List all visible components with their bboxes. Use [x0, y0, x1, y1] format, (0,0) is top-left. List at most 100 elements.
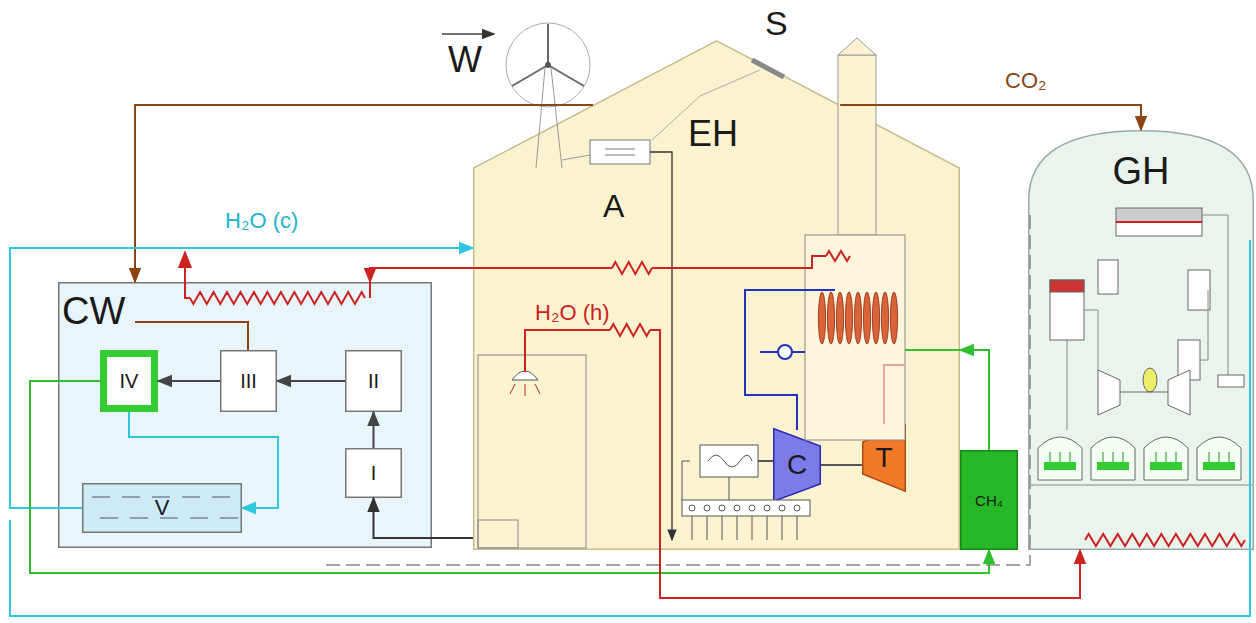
burner-tube	[854, 292, 861, 344]
illustration-part	[369, 282, 371, 298]
terminal	[749, 505, 755, 511]
box-label: V	[155, 497, 170, 519]
illustration-part	[525, 384, 526, 396]
terminal-wire	[767, 516, 768, 540]
terminal	[779, 505, 785, 511]
free-label: H₂O (h)	[535, 302, 610, 324]
terminal-wire	[782, 516, 783, 540]
illustration-part	[512, 371, 538, 380]
burner-tube	[890, 292, 897, 344]
illustration-part	[605, 155, 635, 156]
flow-line	[840, 105, 1141, 130]
illustration-part	[729, 477, 730, 500]
house-outline	[474, 41, 960, 550]
terminal-wire	[707, 516, 708, 540]
illustration-part	[778, 345, 792, 359]
illustration-part	[510, 384, 515, 394]
water-dash	[182, 497, 200, 498]
flow-line	[277, 380, 345, 382]
box-label: I	[371, 463, 377, 483]
terminal	[719, 505, 725, 511]
node-title: A	[603, 190, 624, 222]
illustration-part	[682, 461, 690, 500]
burner-tube	[863, 292, 870, 344]
flow-line	[135, 105, 593, 282]
illustration-part	[185, 252, 190, 298]
flow-line	[370, 268, 473, 282]
heating-coil	[610, 324, 650, 336]
box-outline	[83, 484, 242, 533]
greenhouse-outline	[1029, 131, 1254, 550]
node-box: II	[345, 350, 402, 412]
illustration-part	[605, 149, 635, 150]
burner-tube	[872, 292, 879, 344]
illustration-part	[650, 330, 660, 550]
illustration-part	[838, 55, 876, 235]
illustration-part	[745, 290, 835, 430]
illustration-part	[442, 33, 494, 35]
illustration-part	[562, 155, 590, 160]
illustration-part	[548, 65, 584, 86]
illustration-part	[506, 23, 590, 107]
water-dash	[160, 518, 178, 519]
water-dash	[212, 497, 230, 498]
node-title: EH	[688, 116, 738, 152]
flow-line	[960, 350, 989, 450]
burner-tubes	[818, 292, 897, 344]
illustration-part	[547, 24, 549, 65]
illustration-part	[535, 384, 540, 394]
illustration-part	[708, 455, 752, 467]
flow-line	[10, 248, 473, 508]
flow-line	[129, 412, 278, 508]
flow-line	[373, 412, 375, 448]
heating-coil	[1085, 534, 1245, 546]
burner-tube	[827, 292, 834, 344]
terminal-wire	[692, 516, 693, 540]
illustration-part	[752, 60, 784, 77]
terminal-board	[689, 505, 800, 540]
free-label: W	[448, 42, 482, 78]
illustration-part	[838, 38, 876, 55]
water-dash	[190, 518, 208, 519]
illustration-part	[905, 349, 960, 351]
free-label: S	[765, 6, 788, 40]
terminal	[794, 505, 800, 511]
box-outline	[346, 449, 402, 498]
illustration-part	[478, 520, 518, 548]
flow-line	[660, 550, 1080, 598]
box-outline	[346, 351, 402, 412]
node-box: V	[82, 483, 242, 533]
node-outline	[1028, 130, 1254, 550]
terminal	[734, 505, 740, 511]
heating-coil	[612, 262, 652, 274]
illustration-part	[805, 235, 905, 440]
box-outline	[59, 283, 432, 548]
illustration-part	[590, 140, 650, 164]
burner-tube	[845, 292, 852, 344]
terminal-wire	[797, 516, 798, 540]
box-label: II	[368, 371, 379, 391]
illustration-part	[760, 351, 778, 353]
burner-tube	[836, 292, 843, 344]
box-outline	[104, 354, 155, 409]
terminal-wire	[752, 516, 753, 540]
illustration-part	[652, 70, 760, 140]
node-box: III	[220, 350, 277, 412]
illustration-part	[884, 365, 905, 424]
water-dash	[130, 518, 148, 519]
terminal-wire	[737, 516, 738, 540]
illustration-part	[536, 68, 545, 168]
water-dash	[100, 518, 118, 519]
water-dash	[92, 497, 110, 498]
burner-tube	[818, 292, 825, 344]
heat-exchangers	[190, 251, 1245, 546]
flow-line	[158, 380, 220, 382]
flow-line	[30, 381, 989, 573]
node-title: CW	[62, 292, 125, 330]
box-label: C	[787, 451, 807, 479]
free-label: CO₂	[1005, 70, 1047, 92]
box-label: T	[875, 444, 892, 472]
